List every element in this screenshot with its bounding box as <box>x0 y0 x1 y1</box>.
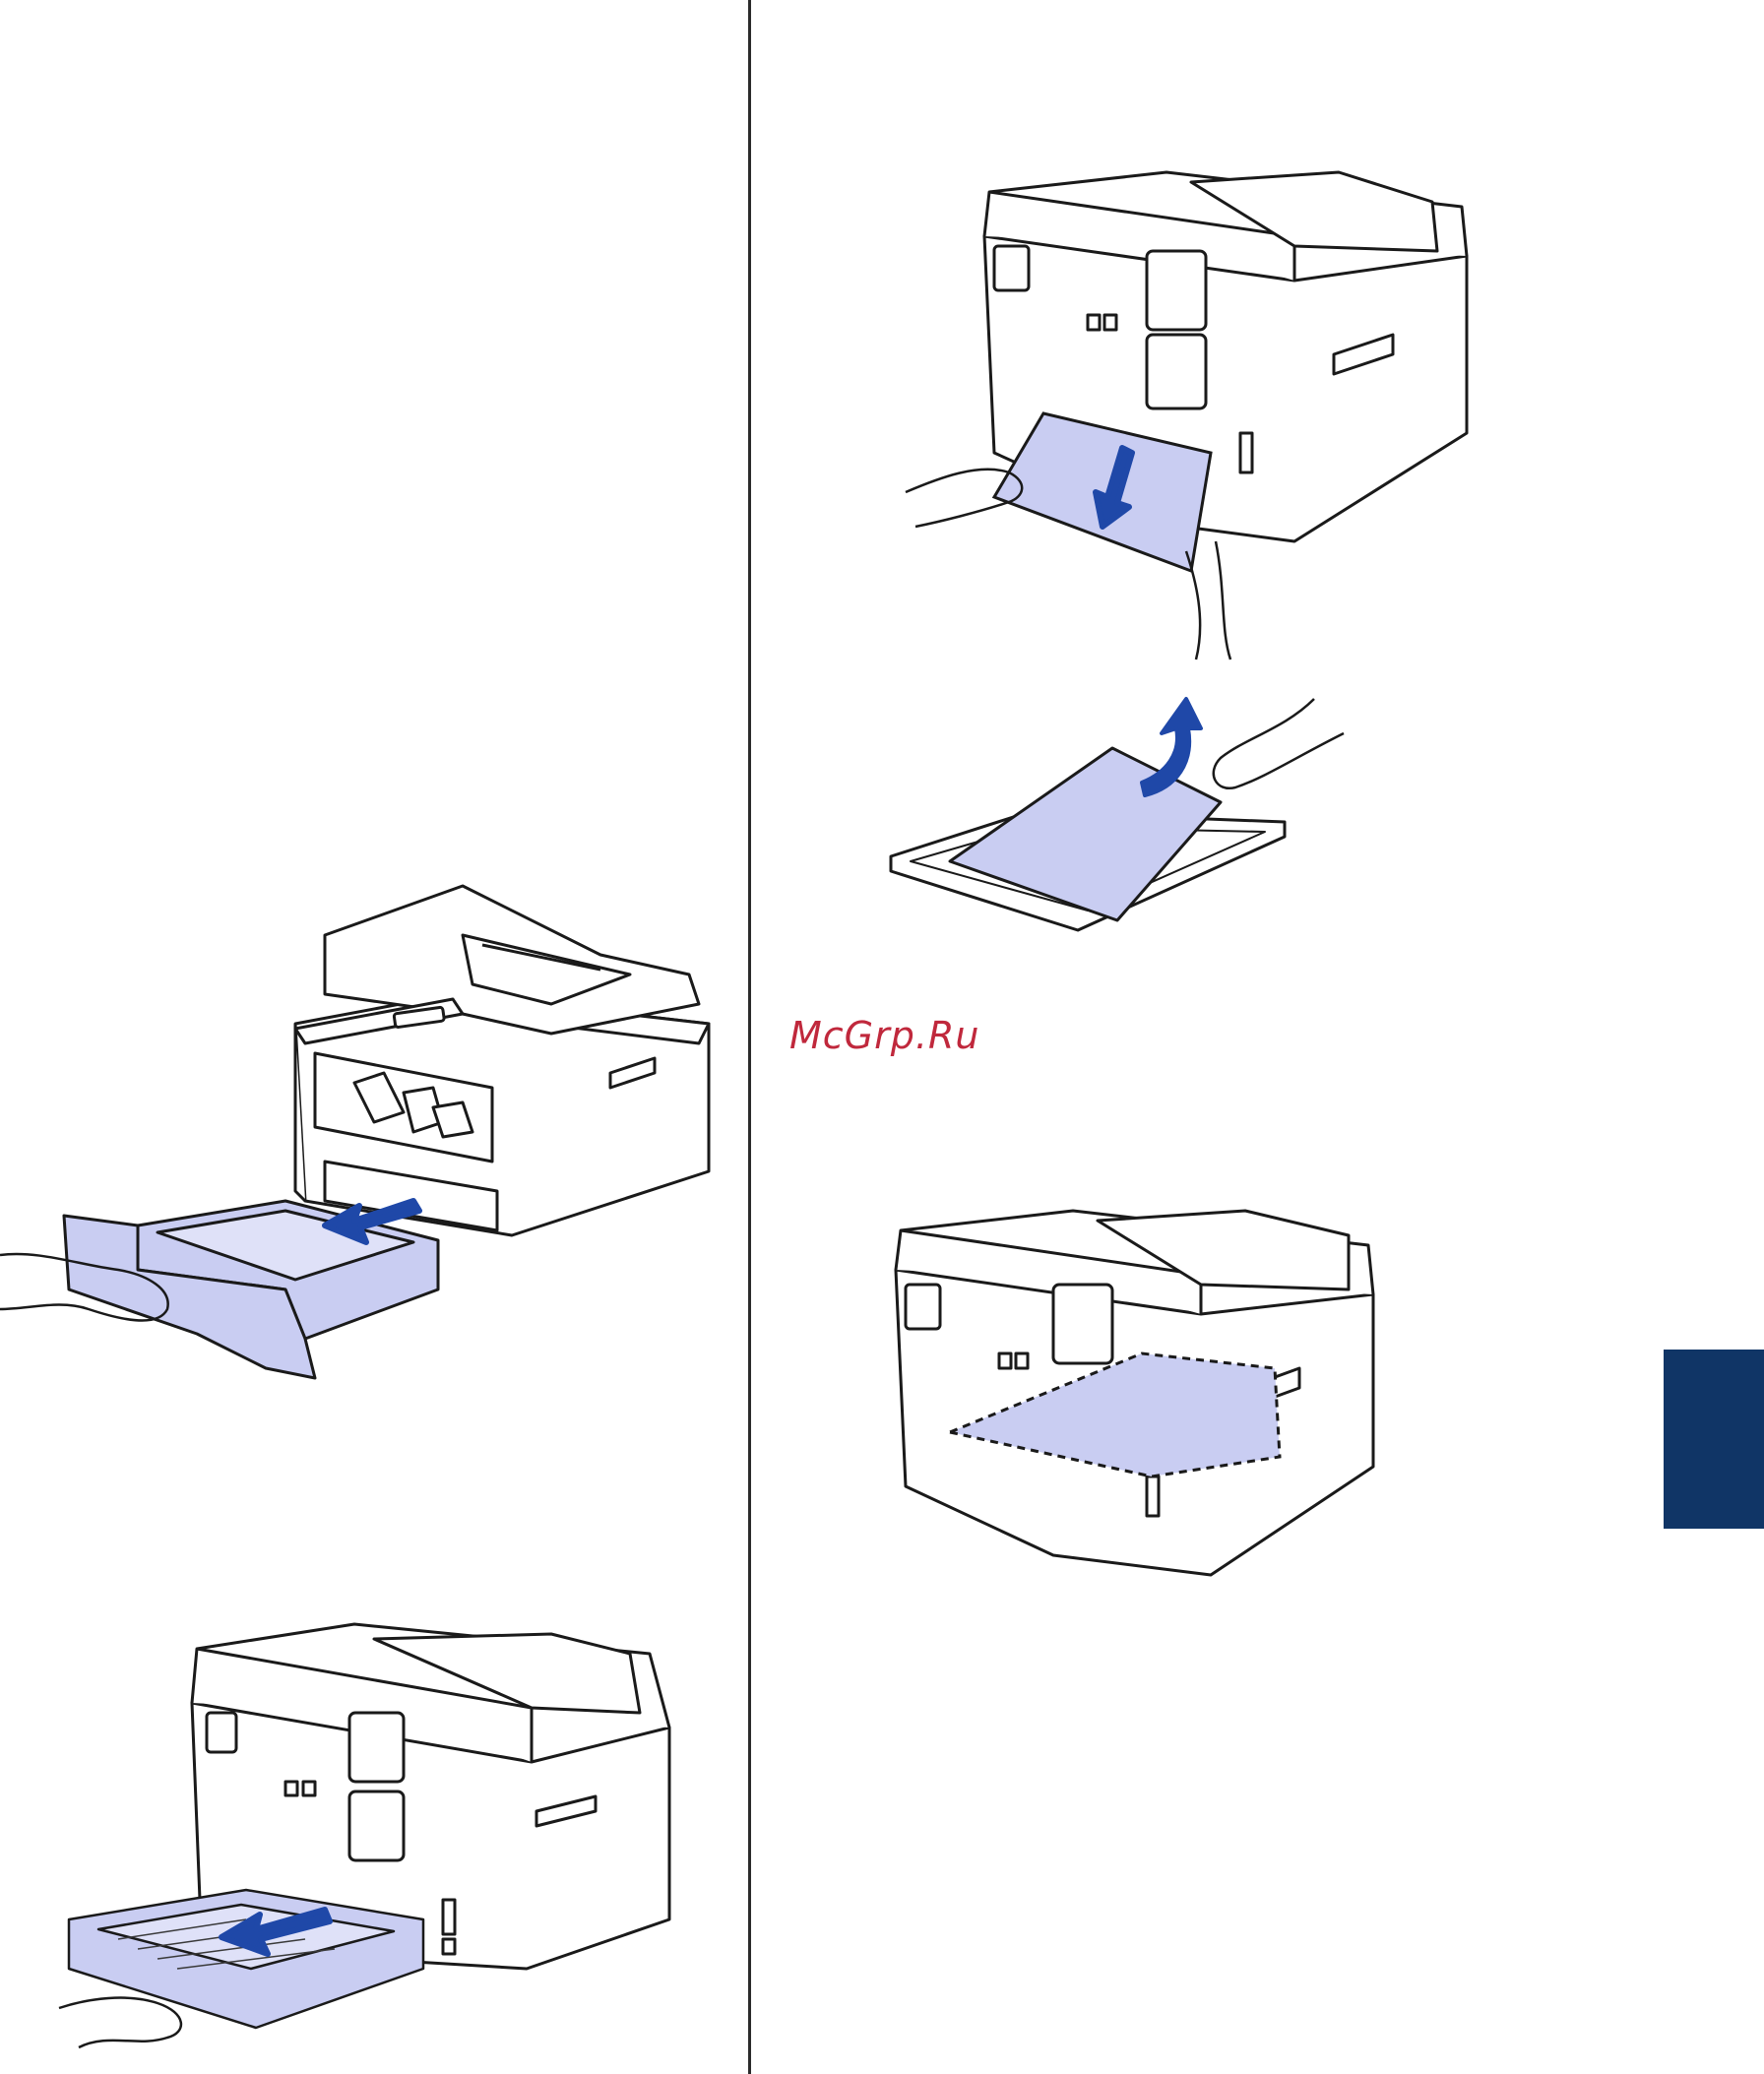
arrow-up-icon <box>1140 697 1203 797</box>
printer-back-duplex-svg <box>58 1622 671 2049</box>
arrow-down-icon <box>1093 445 1135 530</box>
illustration-pull-out-duplex-tray <box>58 1614 689 2067</box>
jam-area-highlight <box>944 1351 1282 1478</box>
illustration-pull-jammed-paper <box>901 157 1491 669</box>
illustration-jam-area-inside <box>876 1191 1388 1585</box>
section-side-tab <box>1664 1350 1764 1529</box>
hand-icon <box>1184 540 1232 660</box>
watermark-text: McGrp.Ru <box>789 1014 980 1057</box>
printer-front-tray-svg <box>0 884 711 1380</box>
hand-icon <box>0 1252 169 1322</box>
hand-icon <box>58 1996 183 2049</box>
illustration-remove-paper-from-tray <box>881 689 1373 965</box>
hand-icon <box>905 468 1024 529</box>
printer-back-jam-area-svg <box>894 1209 1375 1577</box>
arrow-left-icon <box>322 1198 422 1245</box>
illustration-pull-out-paper-tray <box>0 876 719 1398</box>
printer-back-jam-svg <box>905 170 1469 660</box>
column-divider <box>748 0 751 2074</box>
arrow-left-icon <box>219 1907 333 1957</box>
duplex-tray-paper-svg <box>889 697 1345 932</box>
hand-icon <box>1212 698 1345 790</box>
